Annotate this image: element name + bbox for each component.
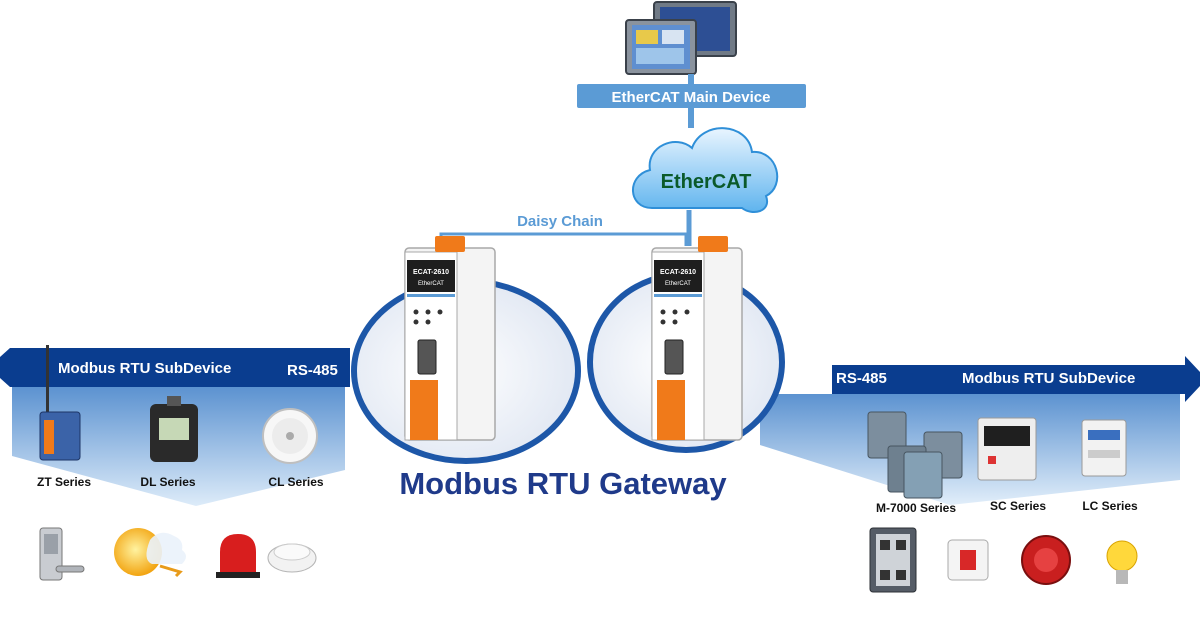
right-series-sc: SC Series	[990, 499, 1046, 513]
m7000-device-icon	[867, 411, 963, 499]
left-subdevice-label: Modbus RTU SubDevice	[58, 360, 231, 377]
left-gateway-module: ECAT-2610 EtherCAT	[404, 236, 496, 441]
right-protocol-label: RS-485	[836, 370, 887, 387]
left-series-zt: ZT Series	[37, 475, 91, 489]
daisy-chain-link: Daisy Chain	[439, 213, 688, 246]
right-series-m7000: M-7000 Series	[876, 501, 956, 515]
sun-icon	[114, 528, 186, 578]
daisy-chain-label: Daisy Chain	[517, 213, 603, 230]
cloud-label: EtherCAT	[661, 171, 752, 193]
dl-device-icon	[150, 396, 198, 462]
light-bulb-icon	[1106, 540, 1138, 584]
alarm-light-icon	[216, 534, 260, 578]
right-bus: RS-485 Modbus RTU SubDevice M-7000 Serie…	[760, 356, 1200, 515]
sc-device-icon	[977, 417, 1037, 481]
left-series-dl: DL Series	[140, 475, 195, 489]
gateway-title: Modbus RTU Gateway	[399, 466, 727, 501]
left-module-model: ECAT-2610	[413, 269, 449, 276]
right-series-lc: LC Series	[1082, 499, 1138, 513]
zt-device-icon	[39, 345, 81, 461]
ethercat-main-device: EtherCAT Main Device	[577, 1, 806, 108]
emergency-button-icon	[1021, 535, 1071, 585]
left-bus-arrow	[0, 348, 350, 387]
right-module-model: ECAT-2610	[660, 269, 696, 276]
right-module-brand: EtherCAT	[665, 281, 691, 287]
wall-switch-icon	[947, 539, 989, 581]
smoke-detector-icon	[267, 543, 317, 573]
keypad-lock-icon	[39, 527, 85, 581]
left-bus: Modbus RTU SubDevice RS-485 ZT Series DL…	[0, 345, 350, 506]
left-series-cl: CL Series	[268, 475, 323, 489]
right-gateway-module: ECAT-2610 EtherCAT	[651, 236, 743, 441]
right-fan	[760, 394, 1180, 505]
touch-panel-icon	[625, 1, 737, 75]
left-module-brand: EtherCAT	[418, 281, 444, 287]
lc-device-icon	[1081, 419, 1127, 477]
right-bus-arrow	[832, 356, 1200, 402]
cl-device-icon	[262, 408, 318, 464]
right-subdevice-label: Modbus RTU SubDevice	[962, 370, 1135, 387]
main-device-label: EtherCAT Main Device	[612, 89, 771, 106]
left-protocol-label: RS-485	[287, 362, 338, 379]
ethercat-cloud: EtherCAT	[632, 127, 779, 213]
switch-panel-icon	[869, 527, 917, 593]
